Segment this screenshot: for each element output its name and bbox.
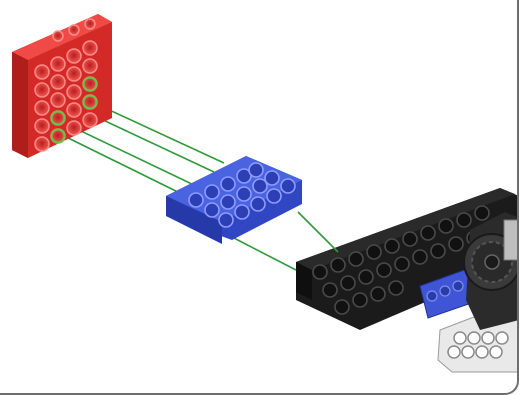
gear-assembly (463, 212, 519, 330)
black-plate (296, 188, 519, 330)
guide-lines (55, 101, 339, 271)
red-plate (12, 14, 112, 158)
highlight-rings (50, 76, 98, 144)
blue-plate (166, 156, 302, 244)
